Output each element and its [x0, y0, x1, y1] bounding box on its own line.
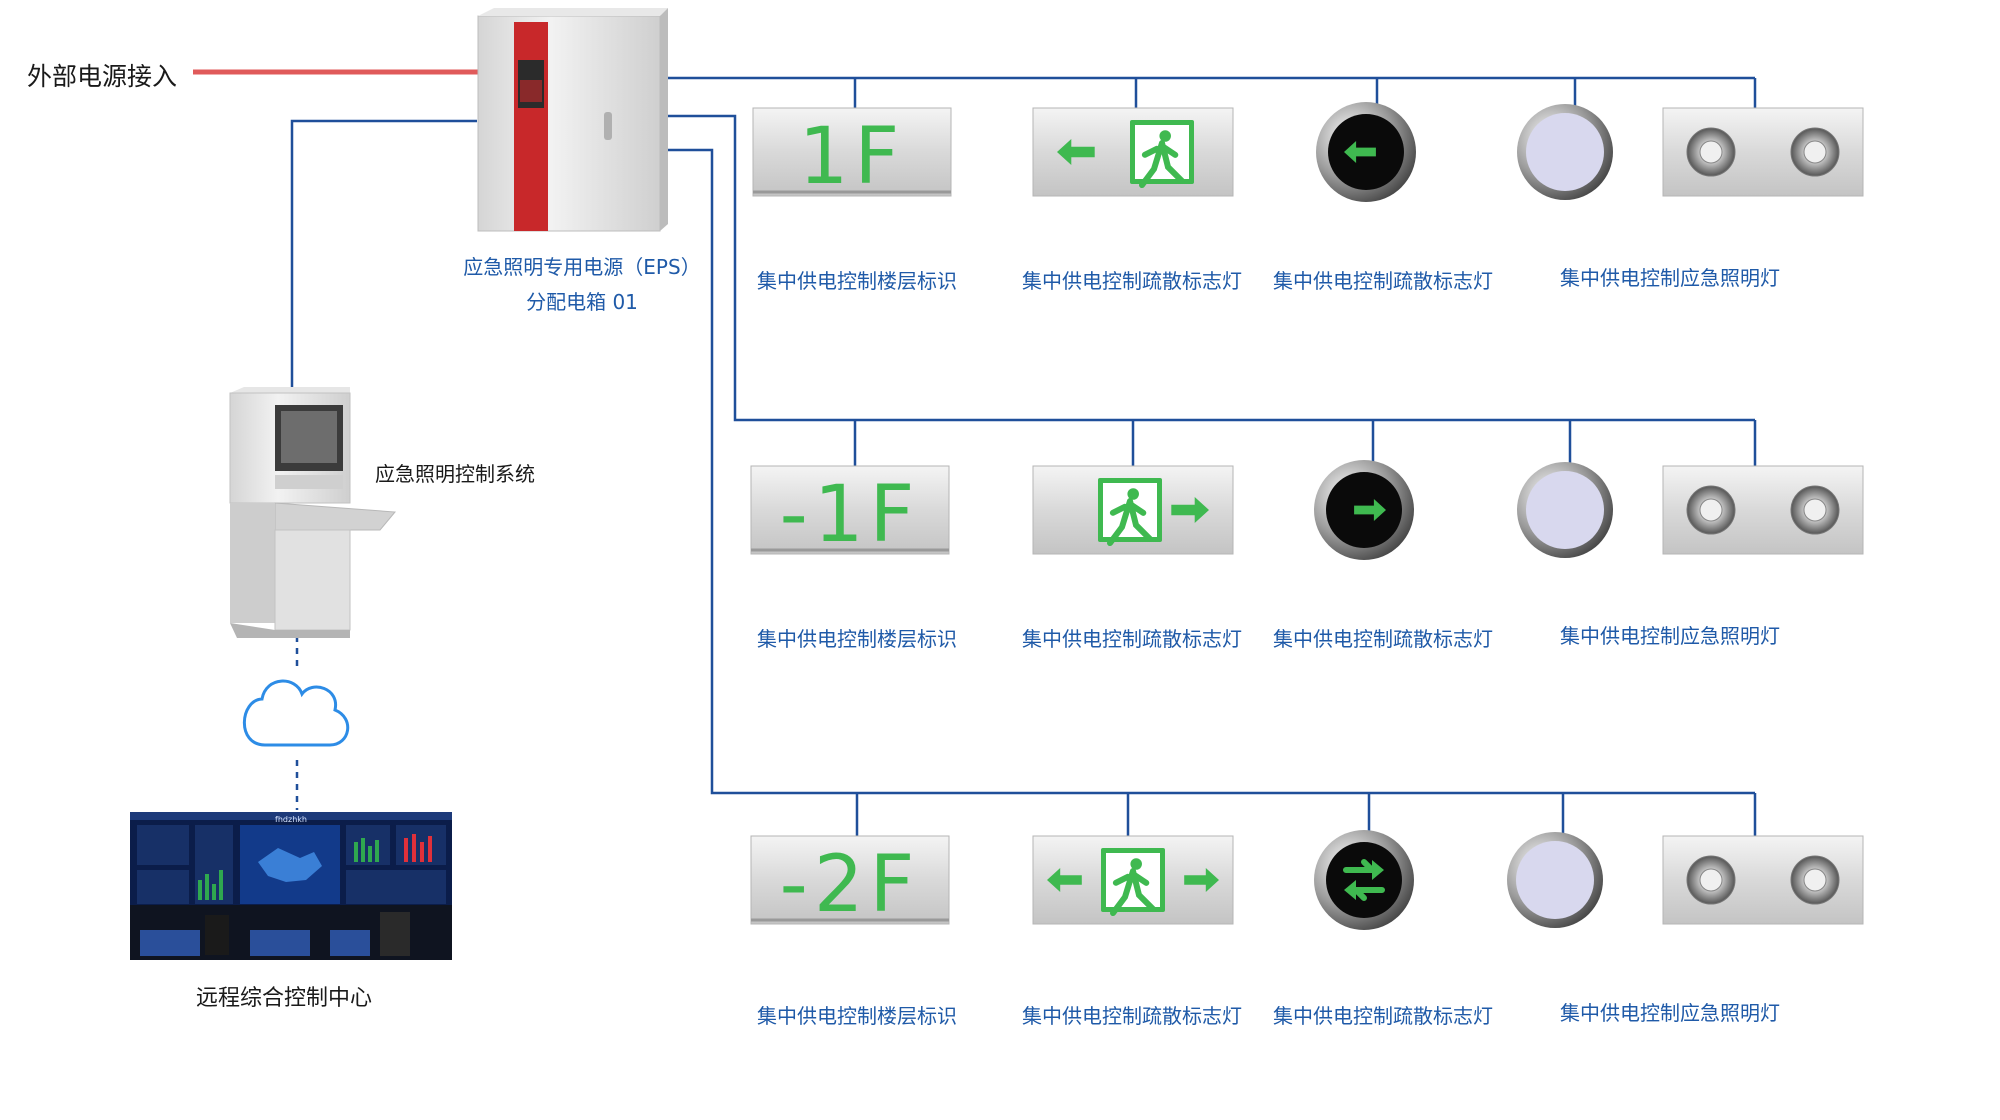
device-rows: 1F -1F -2F: [750, 102, 1864, 930]
remote-center-image: [130, 812, 452, 960]
eps-label-line1: 应急照明专用电源（EPS）: [463, 255, 701, 279]
row1-exit-sign-label: 集中供电控制疏散标志灯: [1022, 269, 1242, 293]
floor-sign: [750, 465, 950, 555]
screen-title: fhdzhkh: [275, 815, 307, 824]
floor-sign-text: -2F: [780, 840, 921, 930]
left-arrow-icon: [1057, 139, 1095, 165]
running-man-icon: [1127, 488, 1139, 500]
floor-sign: [750, 835, 950, 925]
right-arrow-icon: [1354, 499, 1386, 521]
row2-emergency-light-label: 集中供电控制应急照明灯: [1560, 624, 1780, 648]
device-row-2: -1F: [750, 460, 1864, 560]
row3-exit-sign-label: 集中供电控制疏散标志灯: [1022, 1004, 1242, 1028]
row2-exit-sign-label: 集中供电控制疏散标志灯: [1022, 627, 1242, 651]
row3-round-sign-label: 集中供电控制疏散标志灯: [1273, 1004, 1493, 1028]
row1-floor-sign-label: 集中供电控制楼层标识: [757, 269, 957, 293]
floor-sign-text: 1F: [799, 112, 906, 202]
left-arrow-icon: [1344, 141, 1376, 164]
eps-label: 应急照明专用电源（EPS） 分配电箱 01: [452, 250, 712, 320]
row3-emergency-light-label: 集中供电控制应急照明灯: [1560, 1001, 1780, 1025]
control-console: [229, 387, 397, 638]
row3-floor-sign-label: 集中供电控制楼层标识: [757, 1004, 957, 1028]
row1-round-sign-label: 集中供电控制疏散标志灯: [1273, 269, 1493, 293]
control-system-label: 应急照明控制系统: [375, 462, 535, 486]
left-arrow-icon: [1047, 868, 1082, 892]
eps-label-line2: 分配电箱 01: [526, 290, 638, 314]
row1-emergency-light-label: 集中供电控制应急照明灯: [1560, 266, 1780, 290]
running-man-icon: [1130, 858, 1142, 870]
cloud-icon: [242, 679, 350, 747]
row2-floor-sign-label: 集中供电控制楼层标识: [757, 627, 957, 651]
right-arrow-icon: [1171, 497, 1209, 523]
running-man-icon: [1159, 130, 1171, 142]
remote-center-label: 远程综合控制中心: [196, 986, 373, 1011]
floor-sign: [752, 107, 952, 197]
eps-cabinet: [477, 8, 668, 232]
device-row-1: 1F: [752, 102, 1864, 202]
device-row-3: -2F: [750, 830, 1864, 930]
floor-sign-text: -1F: [780, 470, 921, 560]
external-power-label: 外部电源接入: [27, 62, 178, 91]
right-arrow-icon: [1184, 868, 1219, 892]
row2-round-sign-label: 集中供电控制疏散标志灯: [1273, 627, 1493, 651]
